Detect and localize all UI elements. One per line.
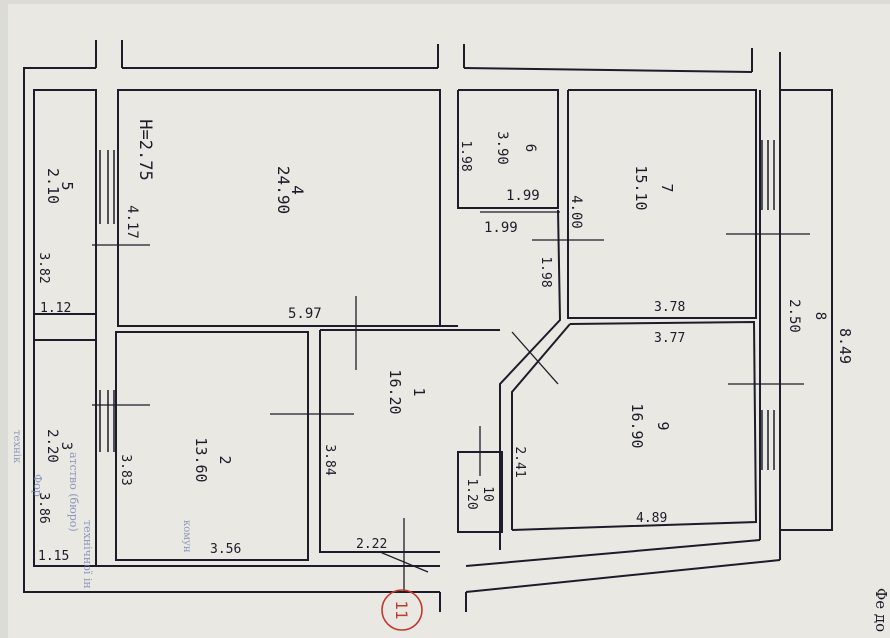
dim-5-97: 5.97: [288, 306, 322, 322]
room-1-number: 1: [410, 387, 428, 396]
dim-4-00: 4.00: [568, 195, 584, 229]
stamp-line-2: комун: [181, 520, 192, 553]
stamp-line-4: технічної ін: [81, 520, 94, 589]
dim-3-84: 3.84: [322, 444, 337, 475]
paper-page: [8, 4, 890, 638]
room-4-number: 4: [288, 185, 307, 195]
room-8-number: 8: [812, 312, 828, 320]
apartment-number-circle: [381, 589, 423, 631]
dim-8-49: 8.49: [836, 328, 854, 364]
labels: H=2.75 4.17 4 24.90 5 2.10 3.82 1.12 6 3…: [36, 119, 854, 564]
apartment-number: 11: [392, 600, 411, 619]
room-9-area: 16.90: [628, 403, 646, 448]
room-1-area: 16.20: [386, 369, 404, 414]
corner-text: Фе до: [872, 588, 890, 632]
room-6-area: 3.90: [494, 131, 510, 165]
stamp: технік комун атство (бюро) технічної ін …: [11, 430, 192, 589]
room-6-number: 6: [522, 144, 538, 152]
room-7-number: 7: [658, 183, 676, 192]
dim-2-22: 2.22: [356, 537, 387, 552]
door-marks: [92, 211, 810, 590]
room-5-area: 2.10: [44, 168, 62, 204]
dim-4-89: 4.89: [636, 511, 667, 526]
dim-3-78: 3.78: [654, 300, 685, 315]
ceiling-height-label: H=2.75: [135, 119, 155, 180]
dim-2-41: 2.41: [512, 446, 527, 477]
dim-1-99-b: 1.99: [484, 220, 518, 236]
dim-1-12: 1.12: [40, 301, 71, 316]
room-3-area: 2.20: [44, 429, 60, 463]
stamp-line-3: атство (бюро): [67, 452, 80, 532]
room-5-number: 5: [58, 181, 76, 190]
dim-1-98-a: 1.98: [458, 140, 473, 171]
dim-3-83: 3.83: [118, 454, 133, 485]
dim-3-82: 3.82: [36, 252, 51, 283]
dim-1-98-b: 1.98: [538, 256, 553, 287]
dim-3-86: 3.86: [36, 492, 51, 523]
room-7-area: 15.10: [632, 165, 650, 210]
dim-3-77: 3.77: [654, 331, 685, 346]
windows: [99, 140, 775, 470]
dim-1-15: 1.15: [38, 549, 69, 564]
stamp-line-1: технік: [11, 430, 22, 464]
dim-1-99-a: 1.99: [506, 188, 540, 204]
stamp-line-5: Фор: [31, 474, 44, 497]
room-10-area: 1.20: [464, 478, 479, 509]
walls: [23, 40, 833, 612]
room-2-area: 13.60: [192, 437, 210, 482]
room-3-number: 3: [58, 442, 74, 450]
room-4-area: 24.90: [274, 166, 293, 214]
dim-4-17: 4.17: [124, 205, 140, 239]
room-2-number: 2: [216, 455, 234, 464]
room-8-area: 2.50: [786, 299, 802, 333]
room-9-number: 9: [654, 421, 672, 430]
dim-3-56: 3.56: [210, 542, 241, 557]
room-10-number: 10: [480, 486, 495, 502]
